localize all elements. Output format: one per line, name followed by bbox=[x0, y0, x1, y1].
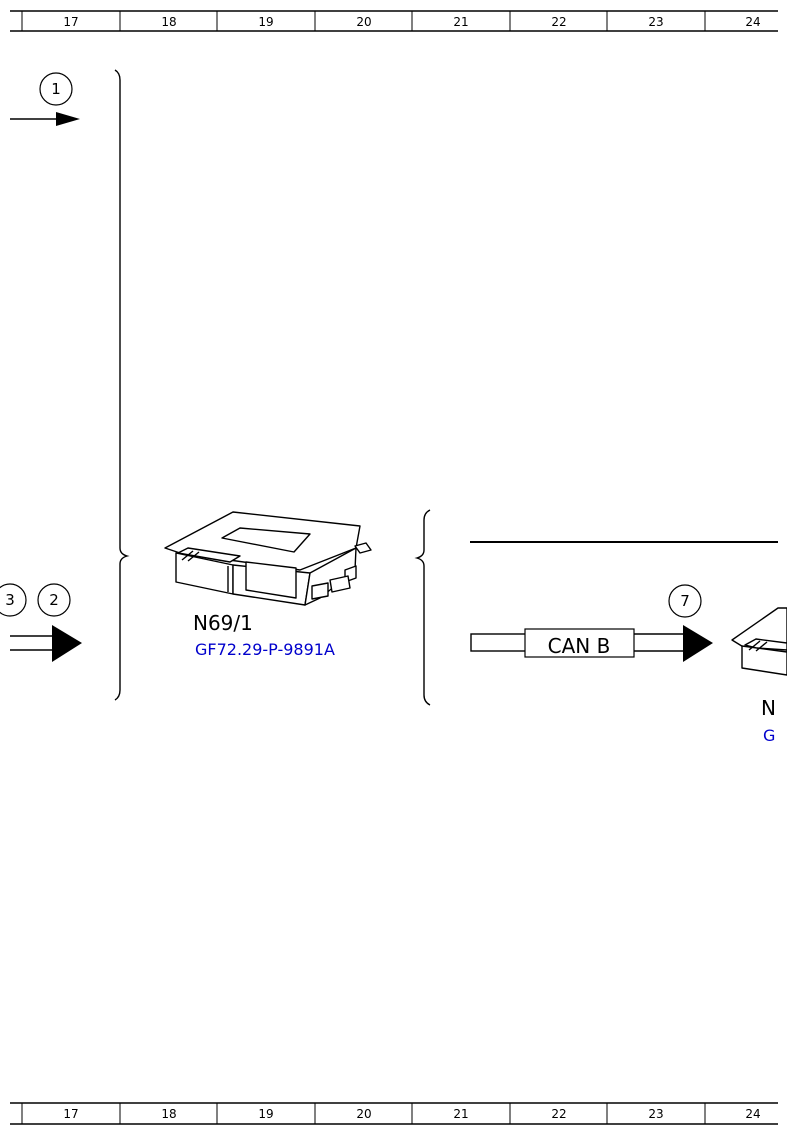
bottom-grid-col-21: 21 bbox=[453, 1107, 468, 1121]
callout-1-number: 1 bbox=[51, 80, 61, 98]
top-grid-col-19: 19 bbox=[258, 15, 273, 29]
n69-1-label: N69/1 bbox=[193, 611, 253, 635]
middle-brace bbox=[414, 509, 431, 706]
bus-arrow-left bbox=[10, 625, 82, 662]
bottom-grid-col-24: 24 bbox=[745, 1107, 760, 1121]
bottom-grid-ruler: 17 18 19 20 21 22 23 24 bbox=[10, 1102, 778, 1125]
left-brace bbox=[114, 69, 130, 701]
bottom-grid-col-20: 20 bbox=[356, 1107, 371, 1121]
top-grid-col-20: 20 bbox=[356, 15, 371, 29]
right-control-module-icon bbox=[731, 607, 787, 676]
callout-1: 1 bbox=[39, 72, 73, 106]
signal-arrow-1 bbox=[10, 112, 80, 126]
bottom-grid-col-17: 17 bbox=[63, 1107, 78, 1121]
bottom-grid-col-22: 22 bbox=[551, 1107, 566, 1121]
top-grid-col-23: 23 bbox=[648, 15, 663, 29]
bottom-grid-col-23: 23 bbox=[648, 1107, 663, 1121]
n69-1-document-link[interactable]: GF72.29-P-9891A bbox=[195, 640, 335, 659]
right-module-label: N bbox=[761, 696, 776, 720]
top-grid-col-17: 17 bbox=[63, 15, 78, 29]
callout-7-number: 7 bbox=[680, 592, 690, 610]
top-grid-col-22: 22 bbox=[551, 15, 566, 29]
right-module-document-link[interactable]: G bbox=[763, 726, 775, 745]
callout-2: 2 bbox=[37, 583, 71, 617]
top-grid-col-24: 24 bbox=[745, 15, 760, 29]
callout-2-number: 2 bbox=[49, 591, 59, 609]
callout-7: 7 bbox=[668, 584, 702, 618]
can-b-label: CAN B bbox=[548, 634, 611, 658]
bottom-grid-col-19: 19 bbox=[258, 1107, 273, 1121]
top-grid-col-21: 21 bbox=[453, 15, 468, 29]
top-grid-ruler: 17 18 19 20 21 22 23 24 bbox=[10, 10, 778, 32]
bottom-grid-col-18: 18 bbox=[161, 1107, 176, 1121]
control-module-n69-1-icon bbox=[164, 511, 372, 606]
callout-3: 3 bbox=[0, 583, 27, 617]
callout-3-number: 3 bbox=[5, 591, 15, 609]
can-b-bus-arrow bbox=[470, 625, 713, 662]
top-grid-col-18: 18 bbox=[161, 15, 176, 29]
